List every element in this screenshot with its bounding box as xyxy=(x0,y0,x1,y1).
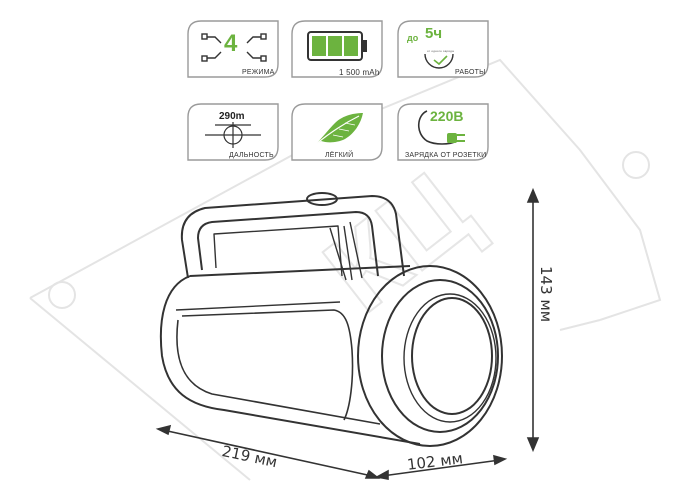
modes-arrows-icon xyxy=(201,33,267,62)
range-label: ДАЛЬНОСТЬ xyxy=(229,152,274,159)
battery-label: 1 500 mAh xyxy=(339,68,380,77)
runtime-prefix: до xyxy=(407,33,419,43)
lantern-illustration xyxy=(159,192,503,447)
battery-icon xyxy=(307,31,367,61)
height-dimension-label: 143 мм xyxy=(537,266,555,323)
power-plug-icon xyxy=(417,110,465,145)
clock-icon xyxy=(424,53,454,69)
runtime-label: РАБОТЫ xyxy=(455,69,486,76)
range-value: 290m xyxy=(219,111,245,122)
modes-number: 4 xyxy=(224,30,238,57)
runtime-number: 5ч xyxy=(425,25,443,42)
feature-tile-runtime: до 5ч от одного заряда РАБОТЫ xyxy=(397,20,489,78)
feature-tile-charging: 220В ЗАРЯДКА ОТ РОЗЕТКИ xyxy=(397,103,489,161)
feather-icon xyxy=(314,113,363,146)
feature-tile-weight: ЛЁГКИЙ xyxy=(291,103,383,161)
feature-tile-modes: 4 РЕЖИМА xyxy=(187,20,279,78)
charging-value: 220В xyxy=(430,108,464,124)
feature-tile-battery: 1 500 mAh xyxy=(291,20,383,78)
feature-tile-range: 290m ДАЛЬНОСТЬ xyxy=(187,103,279,161)
charging-label: ЗАРЯДКА ОТ РОЗЕТКИ xyxy=(405,152,487,159)
crosshair-icon xyxy=(205,122,261,148)
weight-label: ЛЁГКИЙ xyxy=(325,152,354,159)
modes-label: РЕЖИМА xyxy=(242,69,275,76)
runtime-small-text: от одного заряда xyxy=(427,49,454,53)
